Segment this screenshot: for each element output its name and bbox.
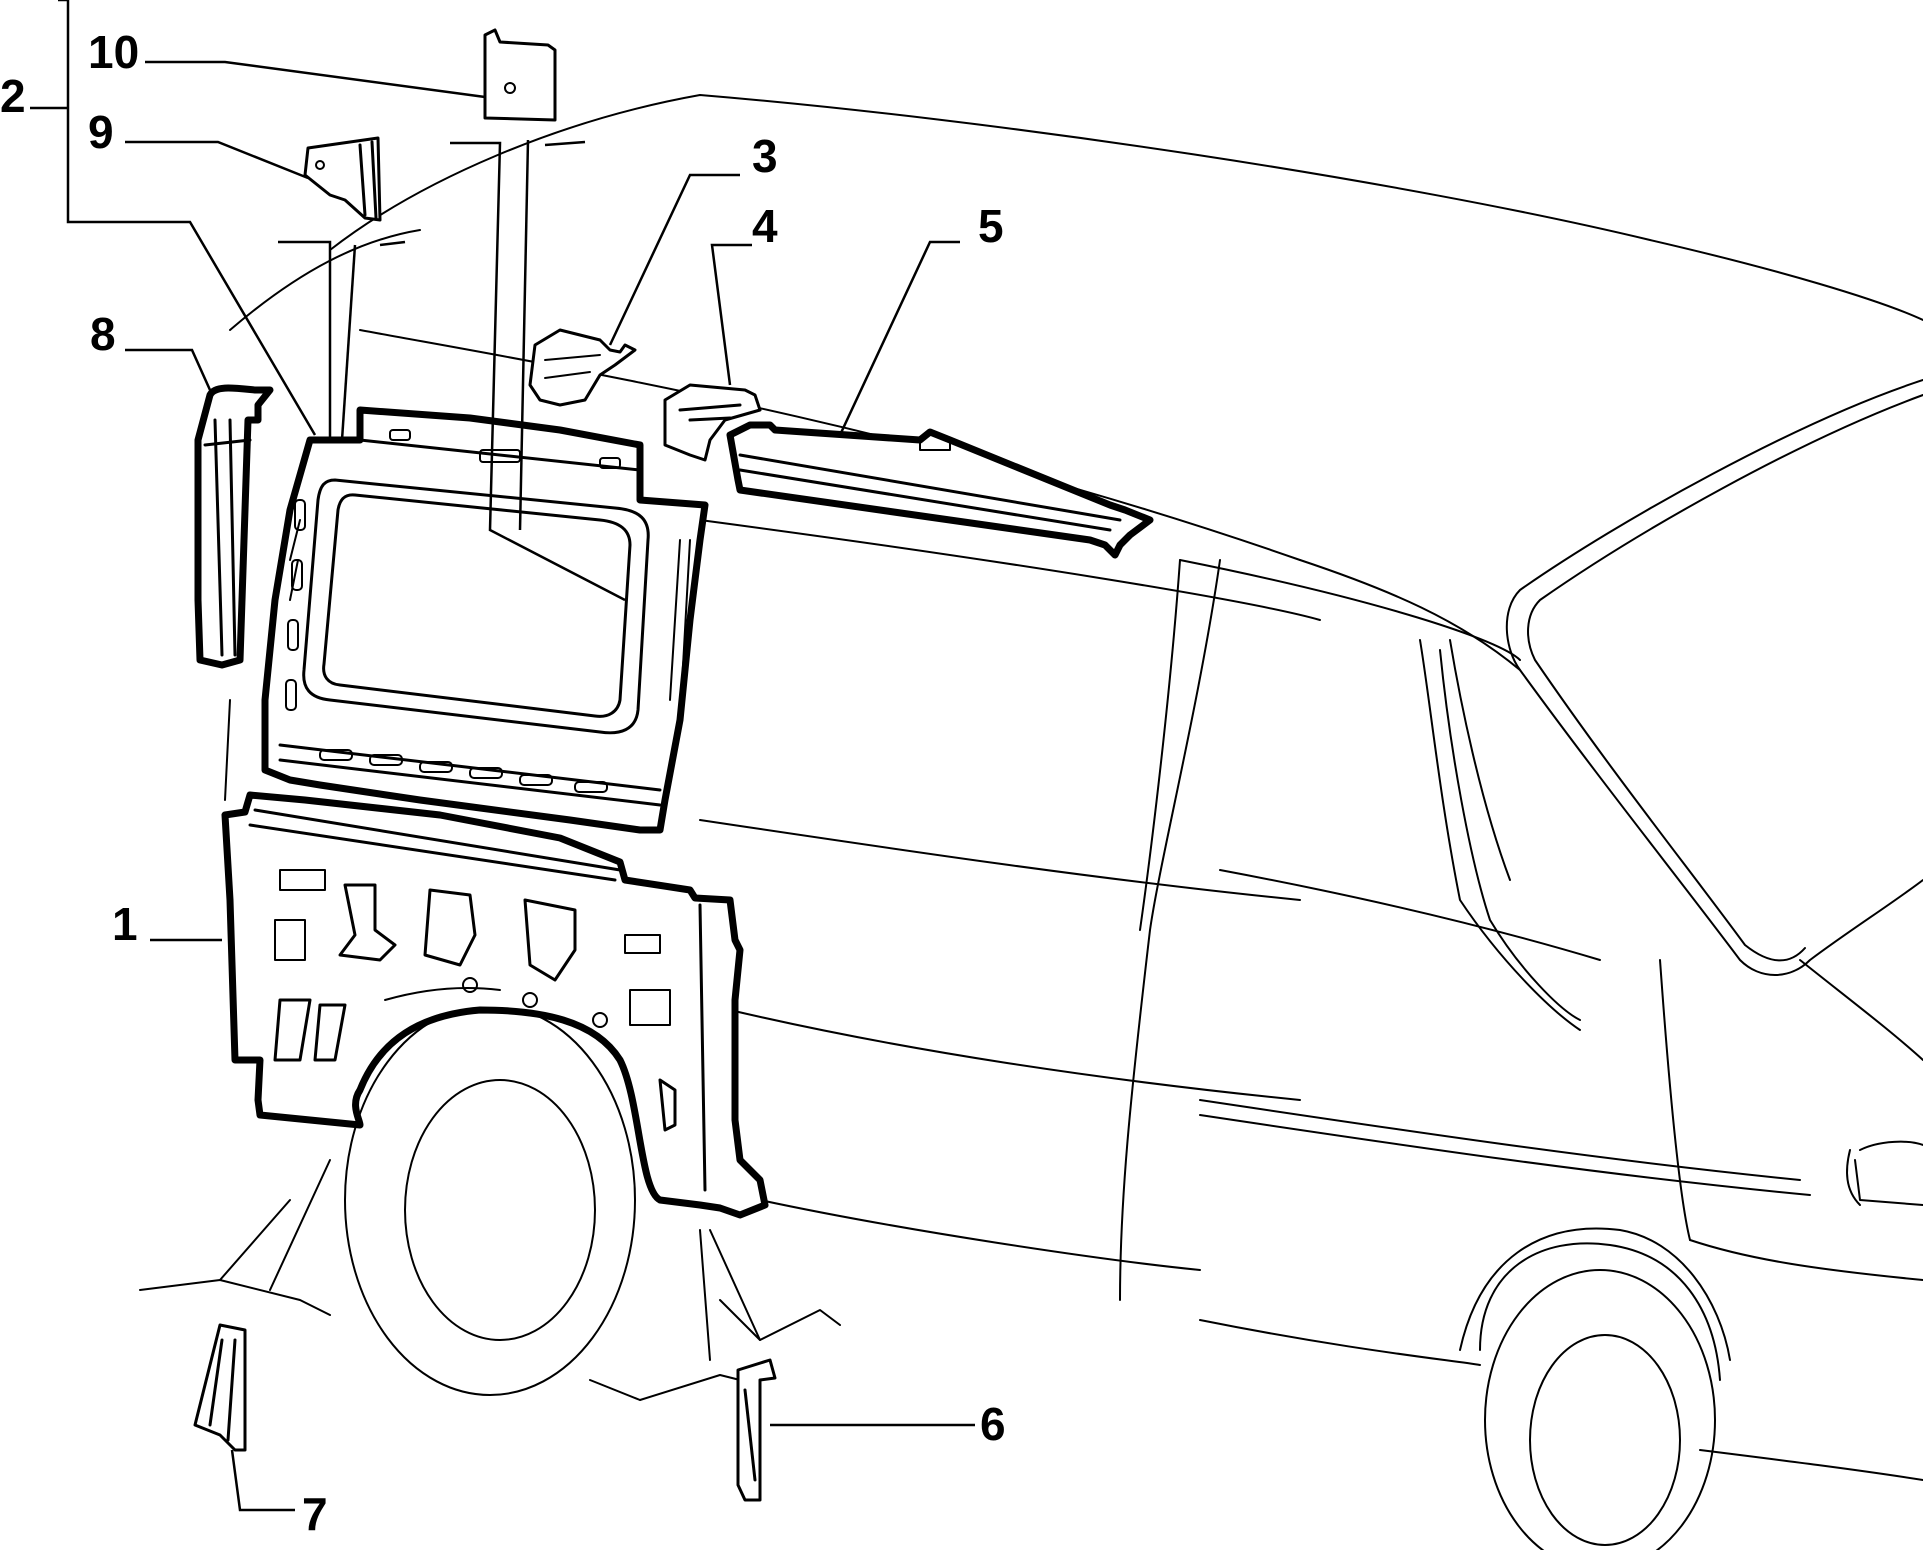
- callout-6: 6: [980, 1398, 1006, 1450]
- part-4-corner-bracket: [663, 383, 762, 462]
- part-7-pillar-end: [193, 1323, 247, 1452]
- part-2-rear-window-panel: [261, 406, 709, 834]
- part-5-roof-rail: [726, 421, 1154, 559]
- part-6-lower-bracket: [736, 1358, 777, 1502]
- callout-10: 10: [88, 26, 139, 78]
- callout-1: 1: [112, 898, 138, 950]
- callout-3: 3: [752, 130, 778, 182]
- leader-lines: [30, 0, 975, 1512]
- callout-4: 4: [752, 200, 778, 252]
- part-8-rear-pillar: [194, 384, 274, 669]
- van-body-outline: [139, 94, 1923, 1550]
- callout-7: 7: [302, 1488, 328, 1540]
- part-3-roof-bracket: [528, 328, 637, 407]
- callout-8: 8: [90, 308, 116, 360]
- callout-2: 2: [0, 70, 26, 122]
- callout-9: 9: [88, 106, 114, 158]
- callout-5: 5: [978, 200, 1004, 252]
- part-9-bracket: [303, 136, 382, 222]
- part-1-rear-lower-panel: [221, 791, 769, 1219]
- part-10-plate: [483, 28, 557, 122]
- callout-labels: 2 10 9 3 4 5 8 1 6 7: [0, 26, 1006, 1540]
